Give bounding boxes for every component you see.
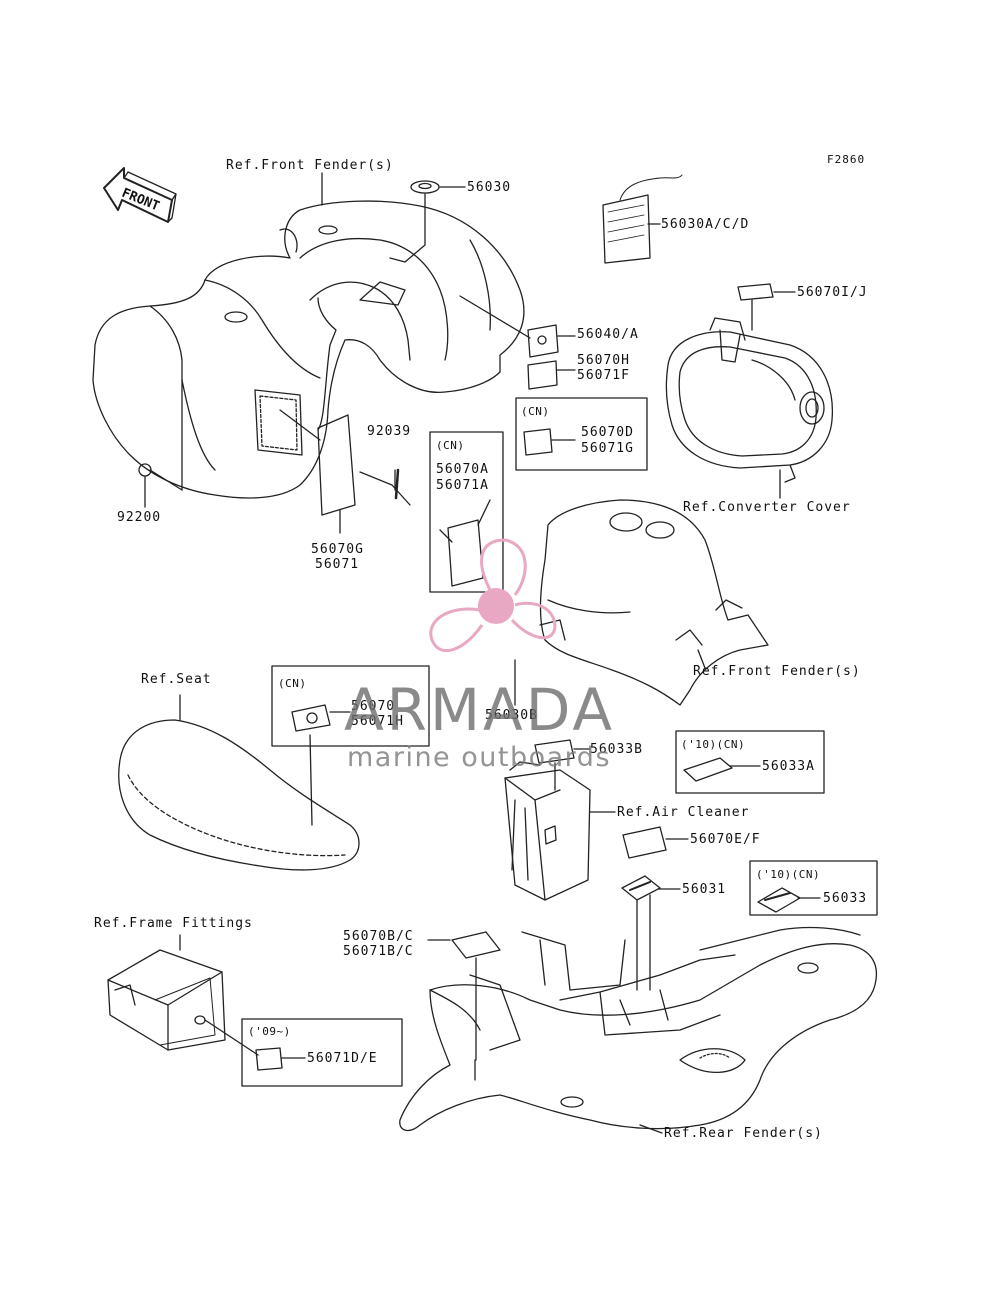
part-56033b[interactable]: 56033B: [590, 742, 643, 757]
front-fender-drawing: [92, 200, 525, 499]
figure-code: F2860: [827, 153, 866, 166]
grommet-56030: [410, 180, 440, 194]
part-56031[interactable]: 56031: [682, 882, 727, 897]
converter-cover-drawing: [665, 317, 834, 483]
part-92200[interactable]: 92200: [117, 510, 162, 525]
seat-drawing: [118, 694, 360, 871]
part-56071f[interactable]: 56071F: [577, 368, 630, 383]
part-56071h[interactable]: 56071H: [351, 714, 404, 729]
ref-rear-fender: Ref.Rear Fender(s): [664, 1126, 823, 1141]
part-56030[interactable]: 56030: [467, 180, 512, 195]
cn-box-56070d: [515, 397, 648, 471]
part-56033a[interactable]: 56033A: [762, 759, 815, 774]
tag-y10cn-b: ('10)(CN): [756, 868, 821, 881]
label-56070bc: [451, 931, 501, 959]
tag-cn-3: (CN): [278, 677, 307, 690]
warning-tag-56030acd: [602, 174, 683, 264]
y10cn-box-56033: [749, 860, 878, 916]
part-56070g[interactable]: 56070G: [311, 542, 364, 557]
part-56070[interactable]: 56070: [351, 699, 396, 714]
label-56070h: [527, 360, 558, 390]
part-56071g[interactable]: 56071G: [581, 441, 634, 456]
part-56071a[interactable]: 56071A: [436, 478, 489, 493]
part-92039[interactable]: 92039: [367, 424, 412, 439]
label-56070g: [317, 414, 356, 516]
ref-seat: Ref.Seat: [141, 672, 212, 687]
part-56040a[interactable]: 56040/A: [577, 327, 639, 342]
tag-y09: ('09~): [248, 1025, 291, 1038]
watermark-brand: ARMADA: [344, 676, 616, 744]
front-fender-cn-drawing: [514, 499, 769, 706]
rear-fender-drawing: [399, 926, 877, 1134]
label-56040a: [527, 324, 559, 358]
ref-front-fender-mid: Ref.Front Fender(s): [693, 664, 861, 679]
ref-frame-fittings: Ref.Frame Fittings: [94, 916, 253, 931]
ref-converter-cover: Ref.Converter Cover: [683, 500, 851, 515]
tag-y10cn-a: ('10)(CN): [681, 738, 746, 751]
y09-box-56071de: [241, 1018, 403, 1087]
cable-tie-92039: [359, 471, 411, 506]
y10cn-box-56033a: [675, 730, 825, 794]
part-56033[interactable]: 56033: [823, 891, 868, 906]
part-56071de[interactable]: 56071D/E: [307, 1051, 378, 1066]
part-56030b[interactable]: 56030B: [485, 708, 538, 723]
part-56071[interactable]: 56071: [315, 557, 360, 572]
armada-logo-icon: [429, 538, 557, 653]
label-56070ij: [737, 283, 774, 301]
tag-cn-2: (CN): [436, 439, 465, 452]
part-56070d[interactable]: 56070D: [581, 425, 634, 440]
label-56070ef: [622, 826, 667, 859]
cn-box-56070: [271, 665, 430, 747]
cn-box-56070a: [429, 431, 504, 593]
part-56071bc[interactable]: 56071B/C: [343, 944, 414, 959]
ref-front-fender-top: Ref.Front Fender(s): [226, 158, 394, 173]
tag-cn-1: (CN): [521, 405, 550, 418]
part-56070h[interactable]: 56070H: [577, 353, 630, 368]
label-56033b: [534, 739, 575, 764]
frame-fittings-drawing: [107, 934, 259, 1056]
part-56030acd[interactable]: 56030A/C/D: [661, 217, 750, 232]
part-56070ef[interactable]: 56070E/F: [690, 832, 761, 847]
air-cleaner-drawing: [504, 761, 616, 901]
part-56070bc[interactable]: 56070B/C: [343, 929, 414, 944]
front-direction-arrow: FRONT: [103, 167, 177, 223]
label-56031: [621, 875, 661, 901]
part-56070ij[interactable]: 56070I/J: [797, 285, 868, 300]
part-56070a[interactable]: 56070A: [436, 462, 489, 477]
ref-air-cleaner: Ref.Air Cleaner: [617, 805, 750, 820]
watermark-tagline: marine outboards: [347, 742, 612, 773]
